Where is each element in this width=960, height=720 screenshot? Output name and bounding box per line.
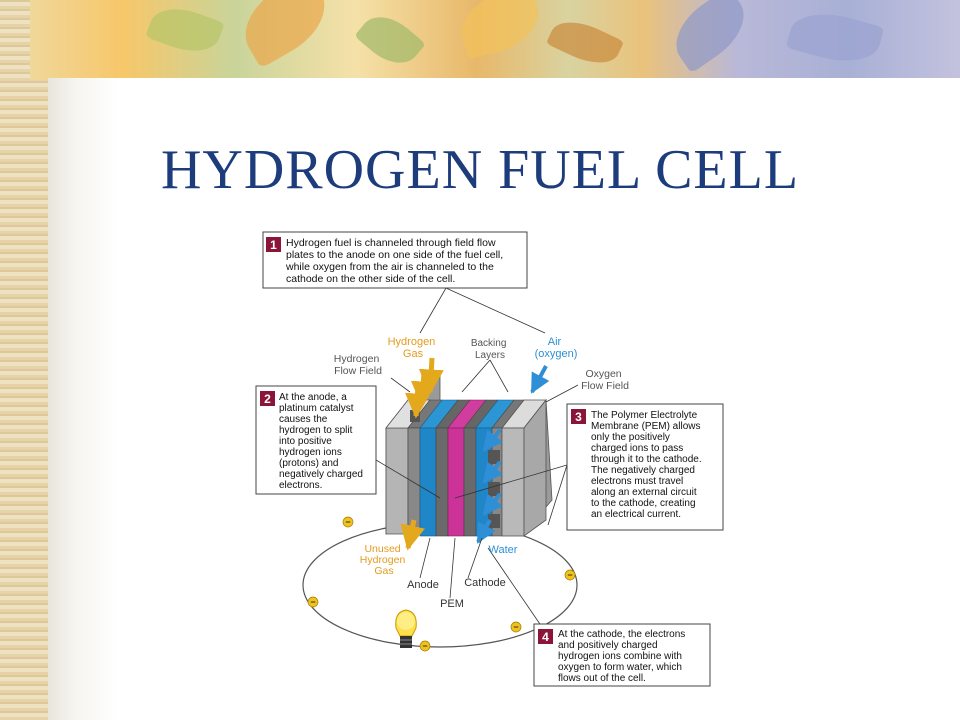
- callout-step-3: 3 The Polymer Electrolyte Membrane (PEM)…: [566, 403, 724, 531]
- electron-marker: −: [564, 569, 576, 581]
- svg-text:−: −: [567, 570, 572, 580]
- electron-marker: −: [510, 621, 522, 633]
- svg-text:−: −: [310, 597, 315, 607]
- label-oxygen-flow-field: Oxygen Flow Field: [581, 368, 629, 392]
- air-inflow-arrows: [482, 365, 550, 516]
- light-bulb-icon: [395, 609, 417, 648]
- svg-text:−: −: [513, 622, 518, 632]
- hydrogen-inflow-arrows: [405, 357, 444, 419]
- label-hydrogen-flow-field: Hydrogen Flow Field: [334, 353, 382, 377]
- callout-step-1: 1 Hydrogen fuel is channeled through fie…: [262, 231, 528, 289]
- label-hydrogen-gas: Hydrogen Gas: [388, 336, 439, 360]
- svg-text:−: −: [345, 517, 350, 527]
- label-pem: PEM: [440, 598, 464, 610]
- svg-text:−: −: [422, 641, 427, 651]
- electron-marker: −: [342, 516, 354, 528]
- label-water: Water: [489, 544, 518, 556]
- svg-text:1: 1: [270, 238, 277, 252]
- unused-hydrogen-arrow: [400, 519, 425, 551]
- svg-text:The Polymer Electrolyte: The Polymer Electrolyte Membrane (PEM) a…: [591, 410, 704, 520]
- svg-text:At the anode, a platinum: At the anode, a platinum catalyst causes…: [279, 392, 366, 491]
- label-anode: Anode: [407, 579, 439, 591]
- callout-step-4: 4 At the cathode, the electrons and posi…: [533, 623, 711, 687]
- decorative-banner: [30, 0, 960, 80]
- water-outflow-arrow: [476, 519, 496, 544]
- electron-marker: −: [419, 640, 431, 652]
- svg-text:4: 4: [542, 630, 549, 644]
- label-cathode: Cathode: [464, 577, 506, 589]
- slide-paper: [48, 78, 960, 720]
- label-air-oxygen: Air (oxygen): [535, 336, 578, 360]
- slide-title: HYDROGEN FUEL CELL: [160, 139, 800, 201]
- fuel-cell-stack: [385, 371, 553, 537]
- svg-text:Hydrogen fuel is channeled thr: Hydrogen fuel is channeled through field…: [285, 237, 506, 285]
- svg-text:2: 2: [264, 392, 271, 406]
- label-unused-hydrogen-gas: Unused Hydrogen Gas: [360, 543, 408, 577]
- svg-text:At the cathode, the electrons: At the cathode, the electrons and positi…: [558, 629, 688, 684]
- label-backing-layers: Backing Layers: [471, 338, 509, 361]
- background-texture-strip: [0, 0, 48, 720]
- electron-marker: −: [307, 596, 319, 608]
- callout-step-2: 2 At the anode, a platinum catalyst caus…: [255, 385, 377, 495]
- svg-text:3: 3: [575, 410, 582, 424]
